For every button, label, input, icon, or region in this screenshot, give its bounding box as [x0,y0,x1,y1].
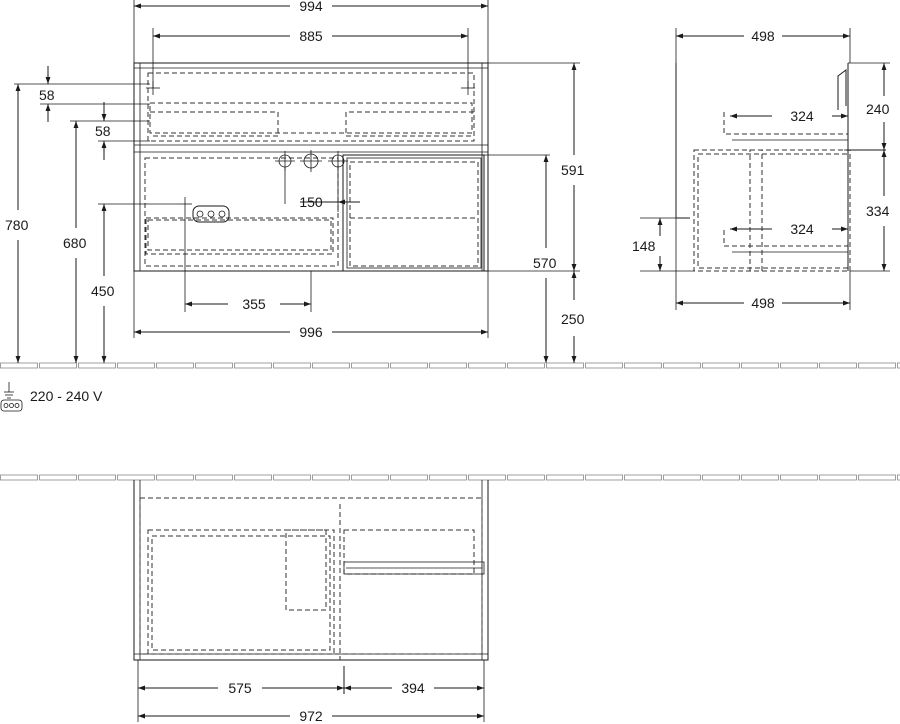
dim-591: 591 [561,162,585,178]
dim-240: 240 [866,101,890,117]
dim-498-bottom: 498 [751,295,775,311]
dim-324-lower: 324 [790,221,814,237]
dim-58-second: 58 [95,123,111,139]
dim-498-top: 498 [751,28,775,44]
floor-segment [585,474,623,481]
floor-segment [546,362,584,369]
dim-450: 450 [91,283,115,299]
dim-150: 150 [299,194,323,210]
floor-segment [273,474,311,481]
floor-segment [312,474,350,481]
floor-segment [702,474,740,481]
floor-segment [78,474,116,481]
floor-segment [39,362,77,369]
floor-segment [780,362,818,369]
dim-334: 334 [866,203,890,219]
dim-324-upper: 324 [790,108,814,124]
top-view [133,480,489,661]
dim-394: 394 [401,680,425,696]
dim-996: 996 [299,324,323,340]
dimension-labels: 994 885 58 58 780 680 450 150 591 570 25… [5,0,890,724]
floor-segment [663,362,701,369]
floor-segment [702,362,740,369]
side-view [675,63,886,272]
floor-segment [819,362,857,369]
floor-segment [858,474,896,481]
pipe-hole-center [300,150,322,172]
top-dimensions [137,660,485,722]
floor-segment [624,362,662,369]
floor-segment [429,362,467,369]
dim-355: 355 [242,296,266,312]
floor-segment [624,474,662,481]
floor-segment [0,362,38,369]
floor-segment [195,474,233,481]
front-view [133,62,489,272]
floor-segment [429,474,467,481]
floor-segment [585,362,623,369]
wall-line [0,474,900,481]
floor-segment [897,474,900,481]
dim-972: 972 [299,708,323,724]
side-dimensions [640,28,890,310]
floor-segment [273,362,311,369]
dim-250: 250 [561,311,585,327]
floor-segment [390,474,428,481]
floor-segment [0,474,38,481]
dim-148: 148 [632,238,656,254]
floor-segment [663,474,701,481]
front-dimensions [14,0,580,363]
voltage-label: 220 - 240 V [30,388,103,404]
floor-segment [351,362,389,369]
floor-segment [390,362,428,369]
dim-885: 885 [299,28,323,44]
floor-segment [234,474,272,481]
floor-segment [234,362,272,369]
floor-segment [468,474,506,481]
floor-segment [156,362,194,369]
floor-segment [780,474,818,481]
floor-segment [819,474,857,481]
floor-segment [507,474,545,481]
floor-segment [39,474,77,481]
power-socket-icon [0,382,23,412]
floor-segment [117,362,155,369]
floor-segment [897,362,900,369]
dim-994: 994 [299,0,323,14]
floor-segment [156,474,194,481]
floor-segment [507,362,545,369]
floor-segment [312,362,350,369]
dim-680: 680 [63,235,87,251]
floor-segment [351,474,389,481]
floor-segment [468,362,506,369]
floor-segment [858,362,896,369]
floor-segment [546,474,584,481]
dim-575: 575 [228,680,252,696]
floor-line [0,362,900,369]
floor-segment [741,362,779,369]
dim-780: 780 [5,217,29,233]
dim-570: 570 [533,255,557,271]
floor-segment [195,362,233,369]
dim-58-top: 58 [39,87,55,103]
floor-segment [741,474,779,481]
floor-segment [117,474,155,481]
floor-segment [78,362,116,369]
